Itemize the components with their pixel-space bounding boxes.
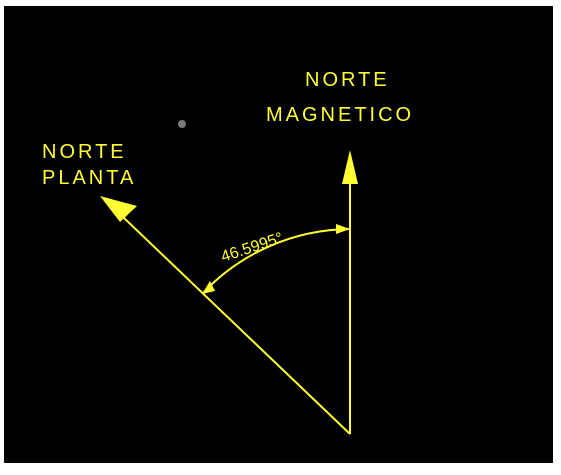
plan-north-line: [123, 217, 351, 435]
magnetic-north-label-line2: MAGNETICO: [266, 104, 414, 126]
angle-arc-end-arrow-right: [336, 224, 350, 234]
plan-north-label-line2: PLANTA: [42, 167, 136, 189]
angle-arc: [201, 228, 351, 295]
cad-drawing-canvas: 46.5995° NORTE MAGNETICO NORTE PLANTA: [4, 6, 553, 463]
north-angle-diagram: 46.5995° NORTE MAGNETICO NORTE PLANTA: [42, 69, 414, 435]
plan-north-label-line1: NORTE: [42, 141, 127, 163]
magnetic-north-label-line1: NORTE: [305, 69, 390, 91]
angle-arc-end-arrow-left: [202, 281, 215, 294]
angle-value-label: 46.5995°: [219, 230, 285, 266]
point-marker: [178, 120, 186, 128]
plan-north-arrowhead: [100, 196, 137, 222]
magnetic-north-arrowhead: [342, 150, 358, 184]
